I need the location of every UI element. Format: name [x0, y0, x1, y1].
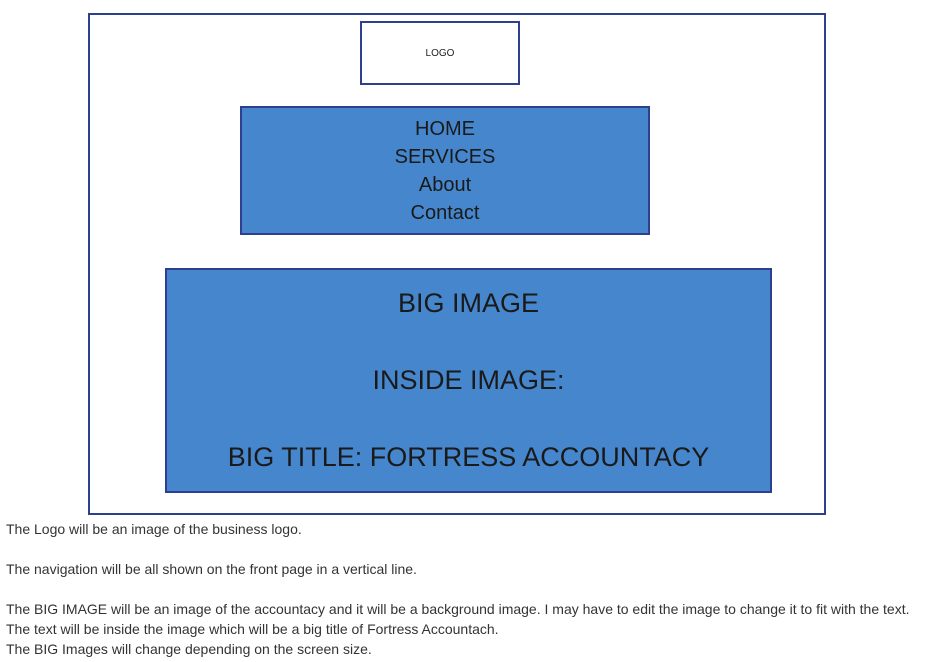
notes-section: The Logo will be an image of the busines… — [6, 519, 909, 659]
big-image-placeholder: BIG IMAGE INSIDE IMAGE: BIG TITLE: FORTR… — [165, 268, 772, 493]
nav-item-services[interactable]: SERVICES — [394, 145, 496, 168]
big-image-label: BIG IMAGE — [397, 288, 540, 318]
note-logo: The Logo will be an image of the busines… — [6, 521, 302, 537]
logo-label: LOGO — [425, 47, 455, 59]
nav-item-contact[interactable]: Contact — [410, 201, 480, 224]
note-image-2: The text will be inside the image which … — [6, 621, 499, 637]
inside-image-label: INSIDE IMAGE: — [372, 365, 565, 395]
note-image-3: The BIG Images will change depending on … — [6, 641, 372, 657]
big-title-label: BIG TITLE: FORTRESS ACCOUNTACY — [227, 442, 710, 472]
nav-item-home[interactable]: HOME — [415, 117, 475, 140]
note-image-1: The BIG IMAGE will be an image of the ac… — [6, 601, 910, 617]
note-navigation: The navigation will be all shown on the … — [6, 561, 417, 577]
logo-placeholder: LOGO — [360, 21, 520, 85]
navigation-box: HOME SERVICES About Contact — [240, 106, 650, 235]
nav-item-about[interactable]: About — [418, 173, 472, 196]
